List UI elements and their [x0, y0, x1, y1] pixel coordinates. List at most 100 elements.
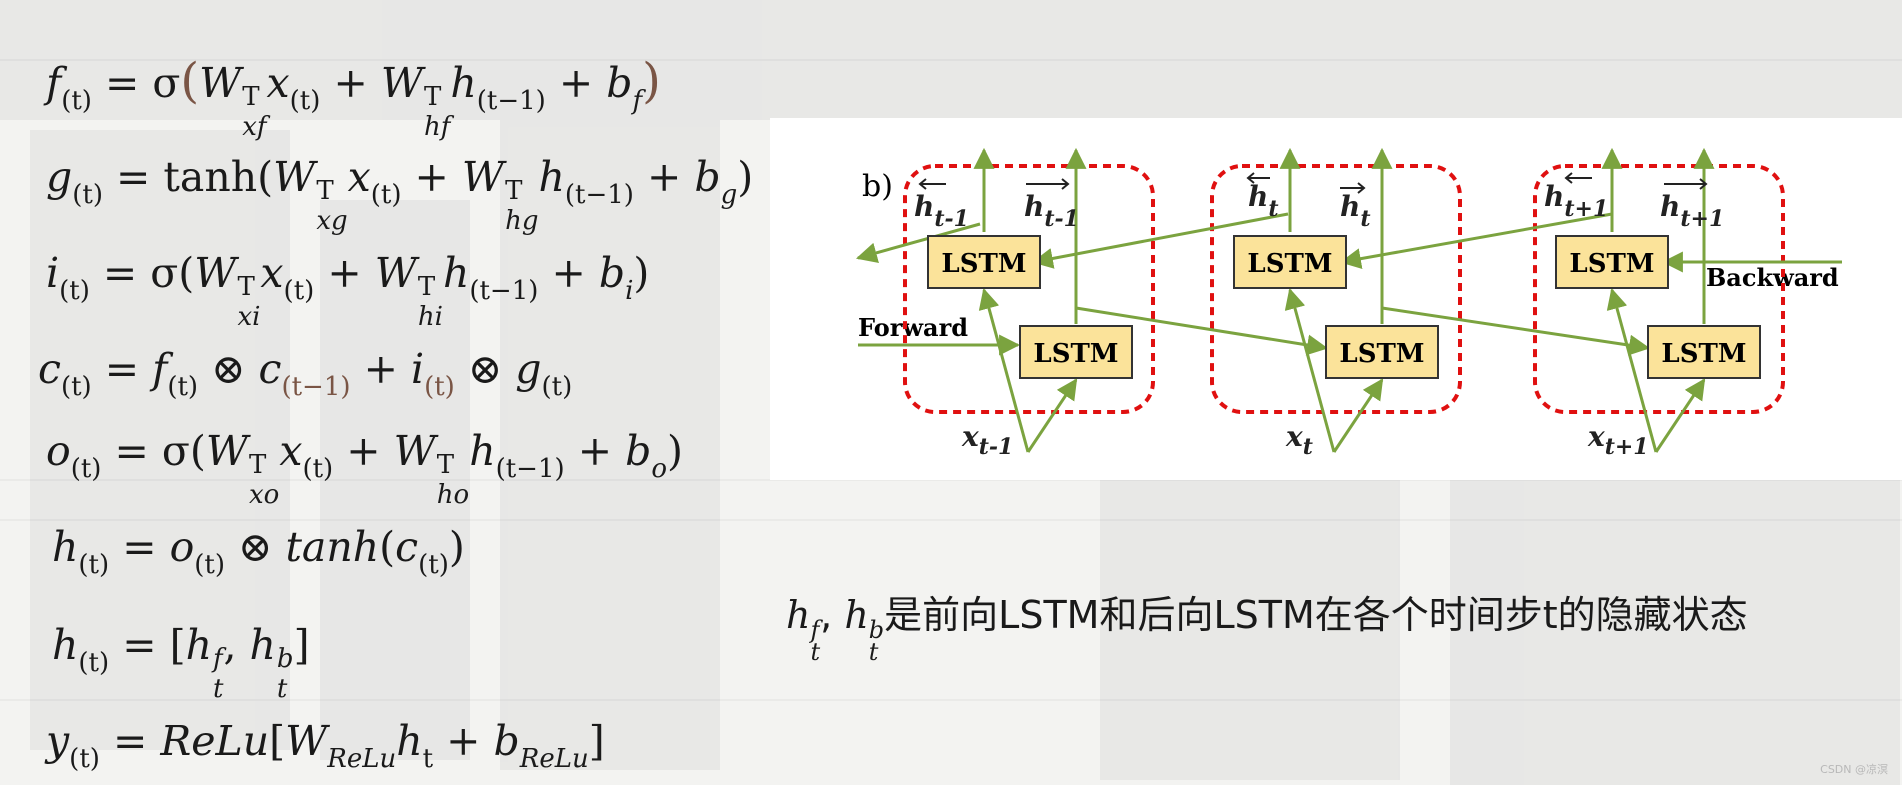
eq-paren: ( [379, 523, 396, 571]
eq-subscript: (t−1) [495, 454, 565, 484]
eq-symbol: W [393, 427, 436, 475]
eq-symbol: W [273, 153, 316, 201]
equation-hidden-state: h(t) = o(t) ⊗ tanh(c(t)) [52, 512, 465, 582]
caption-separator: , [820, 593, 845, 637]
right-arrow-icon [1340, 182, 1366, 194]
lstm-forward-1 [1019, 325, 1133, 379]
input-2-to-backward [1284, 287, 1336, 453]
eq-symbol: o [46, 427, 71, 475]
eq-symbol: b [606, 59, 633, 107]
eq-subscript: (t) [72, 180, 103, 210]
eq-symbol: b [625, 427, 652, 475]
eq-symbol: x [266, 59, 290, 107]
panel-label: b) [862, 169, 893, 204]
eq-function: tanh [285, 523, 380, 571]
eq-symbol: h [450, 59, 477, 107]
eq-symbol: i [46, 249, 60, 297]
eq-subscript: (t) [70, 454, 102, 484]
eq-operator: + [333, 427, 394, 475]
right-arrow-icon [1664, 178, 1708, 190]
eq-symbol: f [152, 345, 168, 393]
left-arrow-icon [918, 178, 946, 190]
left-arrow-icon [1246, 172, 1270, 184]
lstm-label: LSTM [1661, 339, 1746, 369]
input-1-to-backward [978, 287, 1030, 453]
input-1-to-forward [1026, 378, 1078, 453]
eq-operator: + [633, 153, 695, 201]
eq-symbol: c [38, 345, 61, 393]
eq-symbol: h [185, 621, 212, 669]
eq-subscript: (t) [289, 86, 321, 116]
eq-symbol: h [52, 523, 79, 571]
eq-symbol: h [249, 621, 276, 669]
lstm-label: LSTM [1033, 339, 1118, 369]
eq-operator: ⊗ [198, 345, 259, 393]
eq-operator: ⊗ [225, 523, 286, 571]
eq-operator: + [538, 249, 599, 297]
left-arrow-icon [1564, 172, 1592, 184]
input-2-to-forward [1332, 378, 1384, 453]
eq-symbol: h [469, 427, 496, 475]
eq-function: ReLu [160, 717, 270, 765]
lstm-backward-3 [1555, 235, 1669, 289]
bilstm-diagram: b) Forward Backward [855, 147, 1842, 460]
eq-operator: = [99, 717, 161, 765]
eq-symbol: x [279, 427, 303, 475]
eq-subscript: (t) [60, 372, 92, 402]
eq-subscript: (t) [78, 550, 110, 580]
caption-symbol: h [844, 593, 869, 637]
eq-paren: ) [642, 53, 661, 109]
eq-symbol: x [260, 249, 284, 297]
eq-symbol: h [52, 621, 79, 669]
lstm-forward-3 [1647, 325, 1761, 379]
eq-operator: = [109, 523, 170, 571]
lstm-backward-2 [1233, 235, 1347, 289]
eq-symbol: b [493, 717, 520, 765]
eq-operator: + [545, 59, 607, 107]
input-3-to-backward [1606, 287, 1658, 453]
eq-subscript: (t−1) [469, 276, 539, 306]
watermark: CSDN @凉溟 [1820, 763, 1888, 776]
eq-paren: ) [666, 427, 683, 475]
eq-symbol: W [205, 427, 248, 475]
eq-subscript: g [720, 180, 738, 210]
timestep-group-1 [903, 164, 1155, 414]
eq-symbol: W [199, 59, 242, 107]
eq-symbol: W [374, 249, 417, 297]
input-label-1: xt-1 [961, 420, 1013, 460]
eq-subscript: (t−1) [476, 86, 546, 116]
eq-subscript: (t) [59, 276, 90, 306]
eq-subscript: (t) [302, 454, 334, 484]
eq-operator: = σ [91, 59, 181, 107]
input-label-3: xt+1 [1587, 420, 1649, 460]
eq-operator: + [401, 153, 462, 201]
eq-subscript: ReLu [519, 744, 589, 774]
eq-symbol: g [515, 345, 542, 393]
eq-symbol: W [380, 59, 423, 107]
eq-paren: ) [737, 153, 754, 201]
eq-subscript: (t) [167, 372, 199, 402]
eq-operator: + [564, 427, 626, 475]
forward-hidden-label-1: ht-1 [1024, 190, 1079, 232]
backward-hidden-label-1: ht-1 [914, 190, 969, 232]
eq-operator: = [ [109, 621, 186, 669]
timestep-group-3 [1533, 164, 1785, 414]
eq-operator: + [320, 59, 381, 107]
eq-operator: + [314, 249, 375, 297]
equation-cell-state: c(t) = f(t) ⊗ c(t−1) + i(t) ⊗ g(t) [38, 334, 572, 404]
eq-subscript: (t) [78, 648, 110, 678]
eq-symbol: W [194, 249, 237, 297]
eq-subscript: (t) [61, 86, 92, 116]
eq-subscript: ReLu [327, 744, 397, 774]
